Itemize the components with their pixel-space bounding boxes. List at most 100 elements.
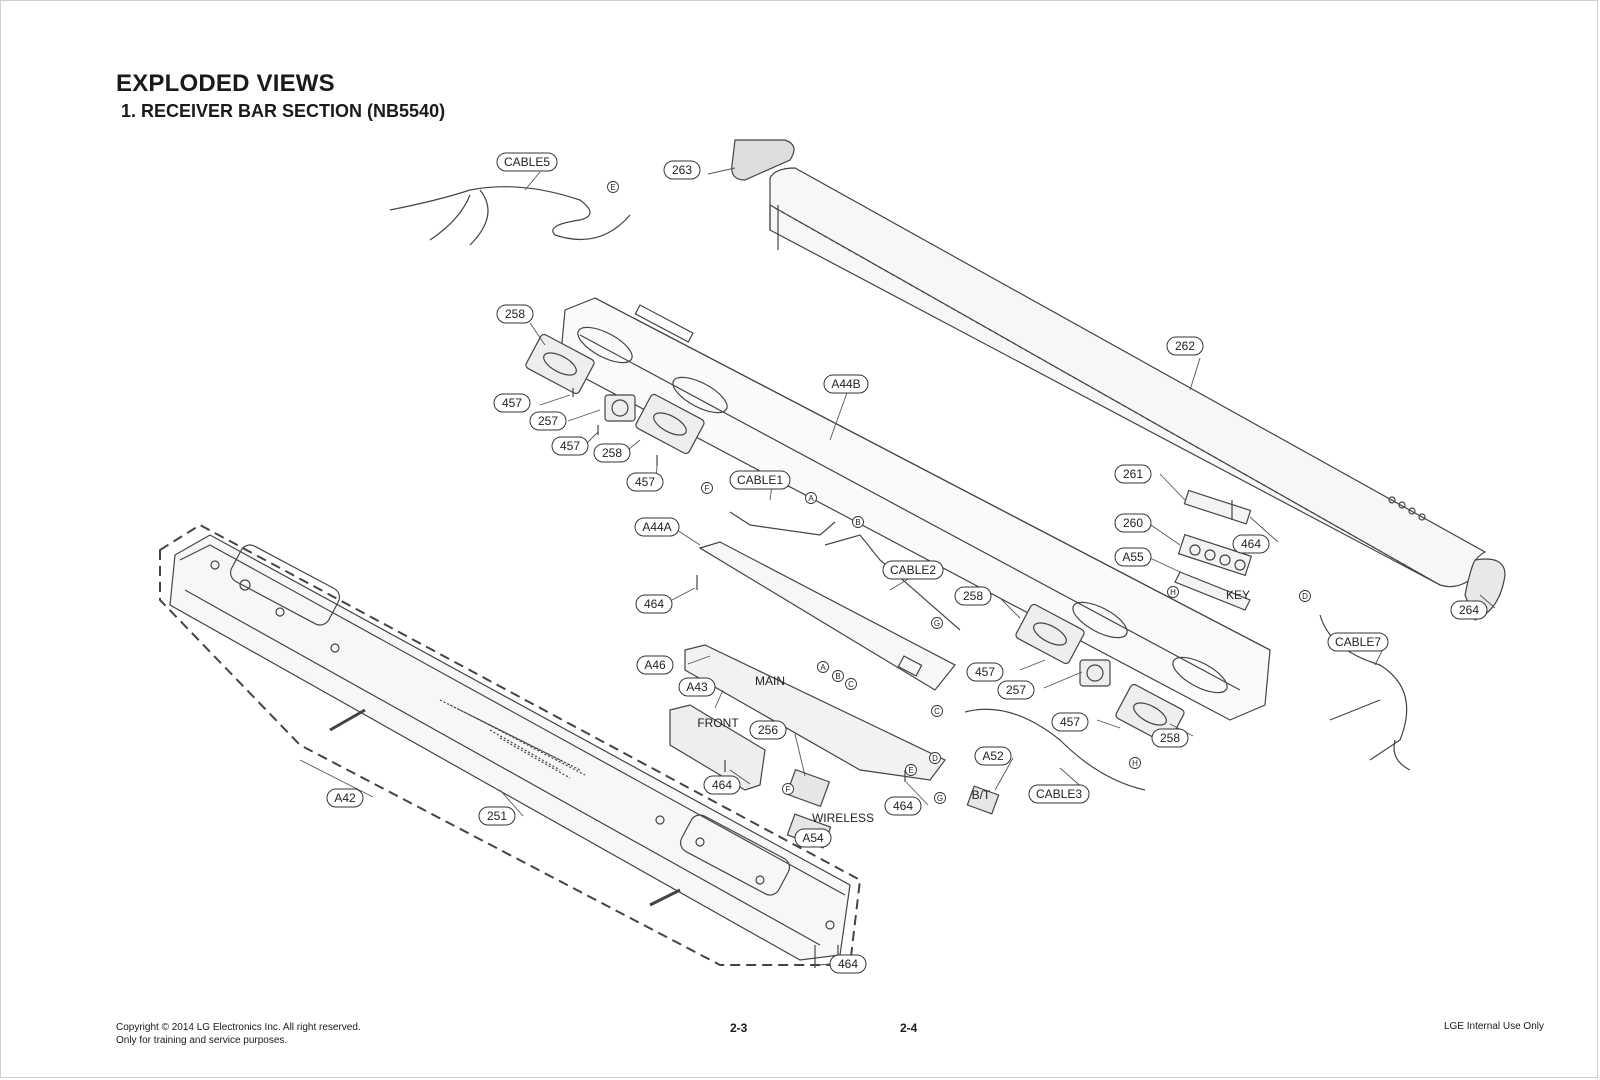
speaker-part [525,333,595,395]
callout-text: 257 [1006,683,1026,697]
callout-text: CABLE1 [737,473,783,487]
callout-cable3: CABLE3 [1028,784,1090,804]
callout-text: 464 [712,778,732,792]
callout-text: A52 [982,749,1004,763]
connector-marker-c: C [931,705,943,717]
speaker-part [1015,603,1085,665]
connector-marker-b: B [832,670,844,682]
wire-harness-part [964,708,1146,791]
callout-cable2: CABLE2 [882,560,944,580]
connector-marker-d: D [1299,590,1311,602]
callout-text: 257 [538,414,558,428]
bar-frame-part [559,297,1271,721]
connector-marker-c: C [845,678,857,690]
callout-text: 457 [502,396,522,410]
connector-marker-a: A [817,661,829,673]
callout-457: 457 [966,662,1004,682]
connector-letter: F [786,785,791,794]
training-note: Only for training and service purposes. [116,1035,288,1046]
callout-text: 264 [1459,603,1479,617]
callout-text: A44A [642,520,671,534]
callout-457: 457 [626,472,664,492]
connector-letter: F [705,484,710,493]
connector-marker-b: B [852,516,864,528]
callout-text: 258 [505,307,525,321]
connector-letter: D [1302,592,1308,601]
callout-text: 256 [758,723,778,737]
connector-letter: A [808,494,814,503]
callout-a43: A43 [678,677,716,697]
connector-marker-g: G [934,792,946,804]
connector-letter: H [1170,588,1176,597]
callout-text: A55 [1122,550,1144,564]
callout-text: 457 [1060,715,1080,729]
callout-text: 457 [560,439,580,453]
callout-257: 257 [997,680,1035,700]
callout-text: 457 [635,475,655,489]
callout-text: A46 [644,658,666,672]
callout-457: 457 [551,436,589,456]
callout-464: 464 [1232,534,1270,554]
key-plate-part [1183,489,1252,525]
connector-letter: H [1132,759,1138,768]
connector-letter: B [855,518,860,527]
callout-text: 258 [602,446,622,460]
callout-a46: A46 [636,655,674,675]
page-number-right: 2-4 [900,1021,918,1035]
base-dashed-outline [159,523,862,966]
callout-text: 263 [672,163,692,177]
bt-module-part [966,785,1000,815]
callout-text: 251 [487,809,507,823]
callout-262: 262 [1166,336,1204,356]
callout-cable7: CABLE7 [1327,632,1389,652]
connector-marker-g: G [931,617,943,629]
connector-marker-e: E [905,764,917,776]
callout-text: CABLE3 [1036,787,1082,801]
callout-text: A54 [802,831,824,845]
page-number-left: 2-3 [730,1021,748,1035]
callout-258: 258 [954,586,992,606]
callout-264: 264 [1450,600,1488,620]
callout-cable1: CABLE1 [729,470,791,490]
footer-copyright-block: Copyright © 2014 LG Electronics Inc. All… [116,1021,361,1047]
top-cover-part [769,167,1487,588]
label-wireless: WIRELESS [812,811,874,825]
callout-260: 260 [1114,513,1152,533]
connector-letter: A [820,663,826,672]
callout-text: 457 [975,665,995,679]
callout-text: A42 [334,791,356,805]
callout-text: A44B [831,377,860,391]
callout-text: 464 [838,957,858,971]
callout-a55: A55 [1114,547,1152,567]
connector-marker-a: A [805,492,817,504]
main-pcb-part [684,644,946,781]
module-part [785,768,831,808]
key-board-part [1174,571,1251,611]
flat-cable-part [824,534,961,631]
page-title: EXPLODED VIEWS [116,70,335,97]
callout-text: 262 [1175,339,1195,353]
callout-a52: A52 [974,746,1012,766]
section-subtitle: 1. RECEIVER BAR SECTION (NB5540) [121,101,446,121]
internal-use-note: LGE Internal Use Only [1443,1021,1544,1032]
callout-text: 464 [893,799,913,813]
chassis-part [698,541,956,691]
callout-464: 464 [703,775,741,795]
callout-258: 258 [496,304,534,324]
connector-letter: E [610,183,615,192]
callout-464: 464 [884,796,922,816]
wire-harness-part [1319,614,1408,761]
connector-marker-h: H [1129,757,1141,769]
callout-a44a: A44A [634,517,680,537]
callout-text: 464 [644,597,664,611]
callout-text: 258 [1160,731,1180,745]
callout-a44b: A44B [823,374,869,394]
connector-letter: E [908,766,913,775]
label-key: KEY [1226,588,1250,602]
callout-text: CABLE2 [890,563,936,577]
callout-text: CABLE5 [504,155,550,169]
connector-marker-f: F [782,783,794,795]
